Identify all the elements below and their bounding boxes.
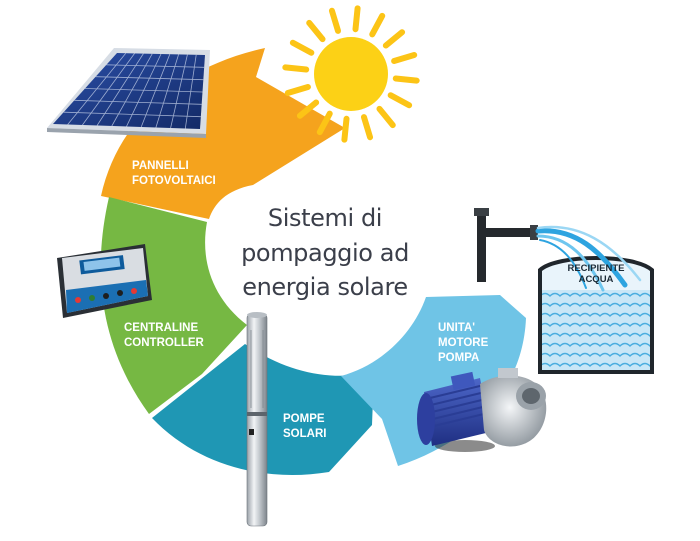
sun-ray (282, 64, 310, 73)
label-panels-line-1: PANNELLI (132, 160, 189, 172)
sun-icon (282, 5, 420, 143)
sun-ray (352, 5, 361, 33)
label-tank-line-1: RECIPIENTE (567, 263, 625, 274)
sun-ray (360, 114, 374, 141)
sun-ray (376, 105, 396, 129)
label-motor-pump: UNITA' MOTORE POMPA (438, 321, 488, 366)
water-jet (535, 225, 642, 292)
label-motor-pump-line-2: MOTORE (438, 337, 489, 349)
segment-motor-pump (341, 295, 526, 466)
label-pumps-line-1: POMPE (283, 413, 325, 425)
label-tank: RECIPIENTE ACQUA (560, 263, 632, 285)
sun-ray (296, 99, 320, 119)
label-panels: PANNELLI FOTOVOLTAICI (132, 159, 216, 189)
pipe-icon (474, 208, 538, 282)
label-motor-pump-line-3: POMPA (438, 352, 480, 364)
motor-pump-icon (417, 368, 547, 452)
label-tank-line-2: ACQUA (578, 274, 614, 285)
label-controllers-line-2: CONTROLLER (124, 337, 204, 349)
sun-ray (387, 92, 413, 109)
charge-controller-icon (57, 244, 152, 318)
segment-panels (101, 48, 345, 219)
label-motor-pump-line-1: UNITA' (438, 322, 476, 334)
sun-ray (316, 110, 333, 136)
sun-ray (391, 51, 418, 65)
label-pumps-line-2: SOLARI (283, 428, 327, 440)
label-controllers: CENTRALINE CONTROLLER (124, 321, 204, 351)
sun-ray (382, 29, 406, 49)
sun-ray (306, 19, 326, 43)
label-panels-line-2: FOTOVOLTAICI (132, 175, 216, 187)
sun-ray (369, 12, 386, 38)
sun-ray (328, 7, 342, 34)
sun-ray (392, 75, 420, 84)
label-controllers-line-1: CENTRALINE (124, 322, 199, 334)
sun-ray (341, 115, 350, 143)
submersible-pump-icon (246, 312, 268, 527)
label-pumps: POMPE SOLARI (283, 412, 326, 442)
sun-ray (284, 83, 311, 97)
diagram-title-line-2: pompaggio ad (241, 239, 409, 267)
solar-panel-icon (47, 48, 210, 138)
sun-ray (289, 39, 315, 56)
diagram-title-line-1: Sistemi di (267, 204, 383, 232)
diagram-title-line-3: energia solare (242, 273, 408, 301)
